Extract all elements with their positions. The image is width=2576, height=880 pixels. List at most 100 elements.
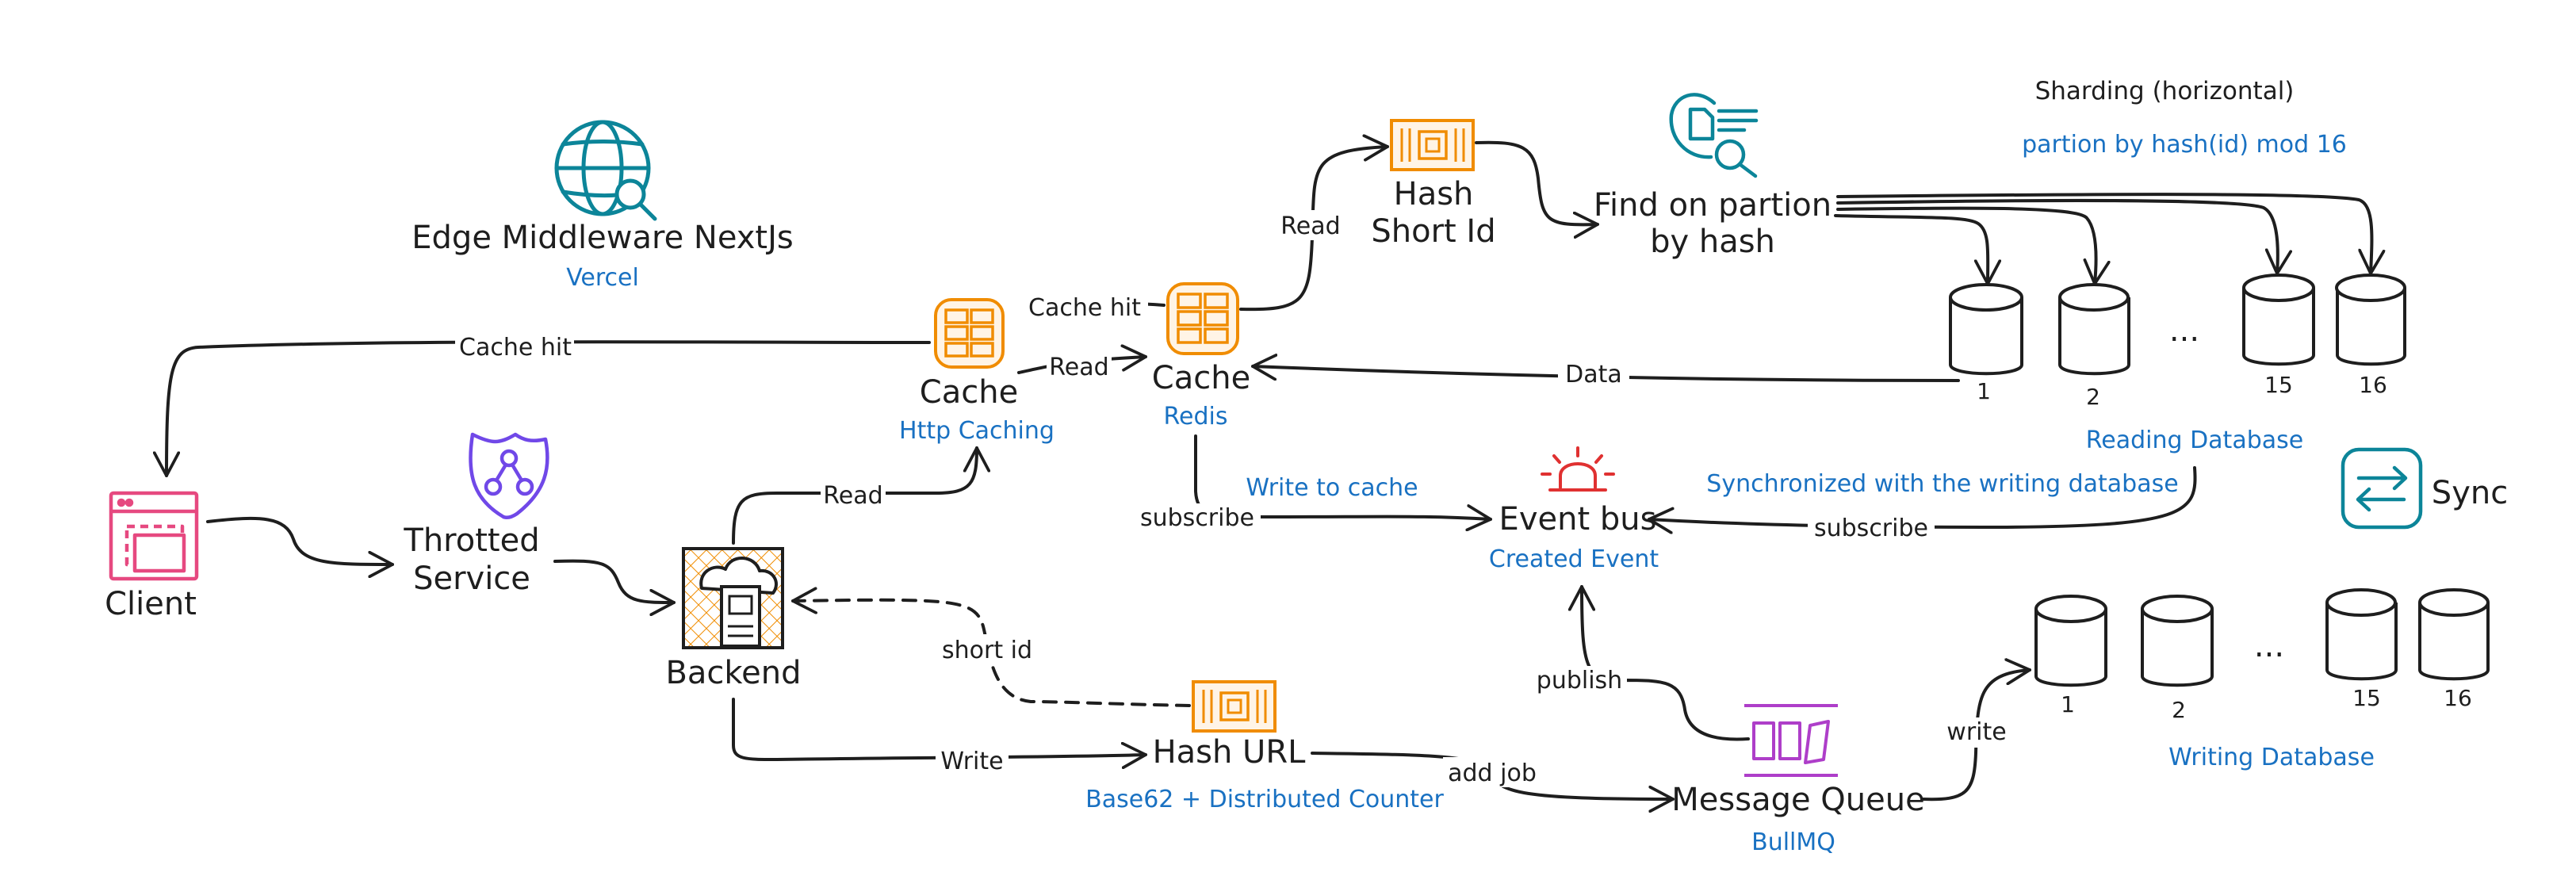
event-bus-title: Event bus <box>1499 501 1657 538</box>
edge-middleware-node: Edge Middleware NextJs Vercel <box>411 120 794 292</box>
edge-cache-hit-to-client <box>167 340 931 477</box>
edge-label-short-id: short id <box>932 634 1043 664</box>
edge-label-write: Write <box>936 745 1009 775</box>
edge-label-subscribe-db: subscribe <box>1808 514 1935 544</box>
svg-text:Read: Read <box>823 482 882 510</box>
reading-db-ellipsis: ... <box>2169 312 2199 349</box>
hash-url-subtitle: Base62 + Distributed Counter <box>1085 786 1444 813</box>
sharding-subtitle: partion by hash(id) mod 16 <box>2022 131 2347 159</box>
svg-text:Cache hit: Cache hit <box>459 334 572 362</box>
cache-grid-icon <box>934 298 1005 369</box>
client-node[interactable]: Client <box>105 491 199 622</box>
edge-label-read-backend: Read <box>821 480 886 510</box>
hash-url-title: Hash URL <box>1153 734 1307 771</box>
svg-text:publish: publish <box>1537 667 1622 694</box>
edge-middleware-title: Edge Middleware NextJs <box>411 220 793 256</box>
http-cache-subtitle: Http Caching <box>899 417 1055 445</box>
browser-window-icon <box>109 491 199 581</box>
svg-text:Write: Write <box>940 748 1003 775</box>
edge-label-cache-hit-redis: Cache hit <box>1021 292 1148 322</box>
edge-label-read-http-redis: Read <box>1047 351 1112 381</box>
edge-label-cache-hit-client: Cache hit <box>455 331 574 362</box>
http-cache-node[interactable]: Cache Http Caching <box>899 298 1055 445</box>
write-to-cache-note: Write to cache <box>1246 474 1418 502</box>
hash-url-node[interactable]: Hash URL Base62 + Distributed Counter <box>1085 680 1445 813</box>
edge-label-add-job: add job <box>1443 757 1542 787</box>
edge-find-db15 <box>1836 198 2278 275</box>
edge-label-data: Data <box>1558 358 1629 388</box>
chip-icon <box>1192 680 1277 733</box>
edge-label-write-db: write <box>1941 717 2012 748</box>
writing-db-ellipsis: ... <box>2254 628 2284 664</box>
edge-find-db16 <box>1836 193 2371 275</box>
globe-search-icon <box>554 120 657 221</box>
sync-title: Sync <box>2432 475 2508 511</box>
reading-db-label-15: 15 <box>2264 372 2293 398</box>
hash-short-id-line2: Short Id <box>1371 213 1495 250</box>
sync-arrows-icon <box>2341 447 2423 530</box>
edge-label-subscribe-redis: subscribe <box>1134 503 1261 534</box>
hash-short-id-node[interactable]: Hash Short Id <box>1371 119 1496 250</box>
redis-cache-subtitle: Redis <box>1164 403 1228 430</box>
database-cylinder-icon <box>2335 274 2406 366</box>
event-bus-node[interactable]: Event bus Created Event <box>1489 446 1659 573</box>
synchronized-note: Synchronized with the writing database <box>1706 470 2178 498</box>
redis-cache-node[interactable]: Cache Redis <box>1152 282 1250 430</box>
reading-db-label-16: 16 <box>2359 372 2387 398</box>
writing-db-label-15: 15 <box>2352 685 2381 711</box>
svg-text:add job: add job <box>1448 759 1537 787</box>
cache-grid-icon <box>1166 282 1239 355</box>
svg-text:Data: Data <box>1565 361 1622 388</box>
edge-label-read-redis-hash: Read <box>1278 210 1343 240</box>
sharding-title: Sharding (horizontal) <box>2035 77 2295 105</box>
message-queue-node[interactable]: Message Queue BullMQ <box>1671 704 1925 856</box>
svg-text:write: write <box>1946 718 2006 746</box>
svg-text:subscribe: subscribe <box>1814 515 1928 542</box>
svg-text:Read: Read <box>1280 212 1340 240</box>
edge-client-to-throttled <box>206 516 394 564</box>
edge-db-subscribe <box>1648 466 2197 527</box>
find-on-partition-node[interactable]: Find on partion by hash <box>1594 93 1832 260</box>
http-cache-title: Cache <box>920 374 1018 411</box>
chip-icon <box>1390 119 1475 171</box>
redis-cache-title: Cache <box>1152 360 1250 396</box>
reading-db-title: Reading Database <box>2086 427 2303 454</box>
reading-db-label-1: 1 <box>1977 378 1991 404</box>
svg-text:subscribe: subscribe <box>1140 504 1254 532</box>
shield-network-icon <box>469 432 549 520</box>
edge-throttled-to-backend <box>553 559 676 603</box>
sync-node: Sync <box>2341 447 2508 530</box>
database-cylinder-icon <box>2058 283 2130 376</box>
database-cylinder-icon <box>2418 588 2490 681</box>
reading-db-label-2: 2 <box>2086 384 2100 410</box>
reading-database-cluster: 1 2 15 16 ... Reading Database <box>1949 274 2406 454</box>
edge-label-publish: publish <box>1532 666 1627 696</box>
message-queue-icon <box>1744 704 1838 777</box>
svg-text:Cache hit: Cache hit <box>1028 294 1141 322</box>
svg-text:Read: Read <box>1049 354 1108 381</box>
database-cylinder-icon <box>2242 274 2315 366</box>
edge-hash-to-find <box>1475 140 1599 225</box>
find-title-line2: by hash <box>1650 224 1775 260</box>
edge-publish <box>1582 585 1750 741</box>
backend-title: Backend <box>665 655 801 691</box>
throttled-service-node[interactable]: Throtted Service <box>403 432 549 597</box>
alarm-light-icon <box>1541 446 1615 492</box>
writing-database-cluster: 1 2 15 16 ... Writing Database <box>2034 588 2490 771</box>
edge-backend-write <box>732 698 1147 759</box>
client-title: Client <box>105 586 197 622</box>
document-search-icon <box>1669 93 1759 178</box>
message-queue-subtitle: BullMQ <box>1751 828 1835 856</box>
edge-find-db1 <box>1834 214 1988 285</box>
backend-node[interactable]: Backend <box>665 547 802 691</box>
svg-text:short id: short id <box>942 637 1032 664</box>
hash-short-id-line1: Hash <box>1394 176 1474 212</box>
throttled-title-line2: Service <box>413 561 530 597</box>
throttled-title-line1: Throtted <box>403 522 539 559</box>
writing-db-label-1: 1 <box>2061 691 2075 717</box>
edge-write-db <box>1921 670 2031 802</box>
writing-db-label-16: 16 <box>2444 685 2472 711</box>
database-cylinder-icon <box>1949 283 2023 376</box>
sharding-note: Sharding (horizontal) partion by hash(id… <box>2022 77 2347 159</box>
